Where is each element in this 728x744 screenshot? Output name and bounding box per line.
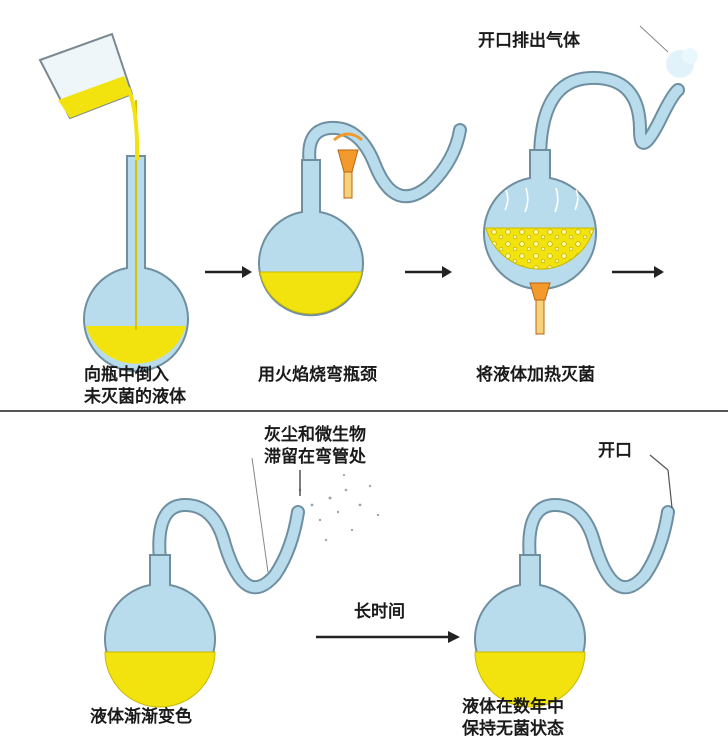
label-dust-line2: 滞留在弯管处: [264, 447, 366, 467]
flask-liquid: [474, 651, 586, 708]
opening-pointer: [649, 454, 669, 471]
flask-liquid: [86, 326, 186, 364]
dust-particles: [298, 473, 380, 542]
label-step1: 向瓶中倒入 未灭菌的液体: [84, 364, 186, 408]
arrow-long-time: [316, 631, 460, 643]
label-result-right-line2: 保持无菌状态: [462, 719, 564, 739]
flask-sterile: [474, 497, 675, 708]
arrow-right: [205, 266, 252, 278]
label-result-right-line1: 液体在数年中: [462, 697, 564, 717]
flask-straight-neck: [83, 100, 189, 373]
label-result-left: 液体渐渐变色: [90, 707, 192, 727]
flask-liquid: [104, 651, 216, 708]
flask-contaminated: [104, 497, 305, 708]
flask-bent-neck: [258, 120, 467, 317]
label-dust-line1: 灰尘和微生物: [264, 425, 366, 445]
boiling-liquid: [485, 227, 595, 270]
label-step1-line2: 未灭菌的液体: [84, 387, 186, 407]
label-step2: 用火焰烧弯瓶颈: [258, 365, 377, 385]
label-step1-line1: 向瓶中倒入: [84, 365, 169, 385]
label-opening: 开口: [598, 441, 632, 461]
flame-burner: [333, 132, 363, 199]
label-dust: 灰尘和微生物 滞留在弯管处: [264, 424, 366, 468]
label-arrow-time: 长时间: [354, 602, 405, 622]
flask-heating: [483, 70, 685, 291]
exhaust-gas: [639, 25, 698, 78]
label-step3: 将液体加热灭菌: [476, 365, 595, 385]
label-exhaust: 开口排出气体: [478, 31, 580, 51]
arrow-right: [612, 266, 664, 278]
label-result-right: 液体在数年中 保持无菌状态: [462, 696, 564, 740]
dust-pointer: [251, 457, 269, 573]
flame-burner: [529, 282, 551, 335]
arrow-right: [405, 266, 452, 278]
opening-pointer: [667, 469, 673, 509]
flask-liquid: [259, 271, 363, 315]
pouring-beaker: [38, 32, 140, 161]
